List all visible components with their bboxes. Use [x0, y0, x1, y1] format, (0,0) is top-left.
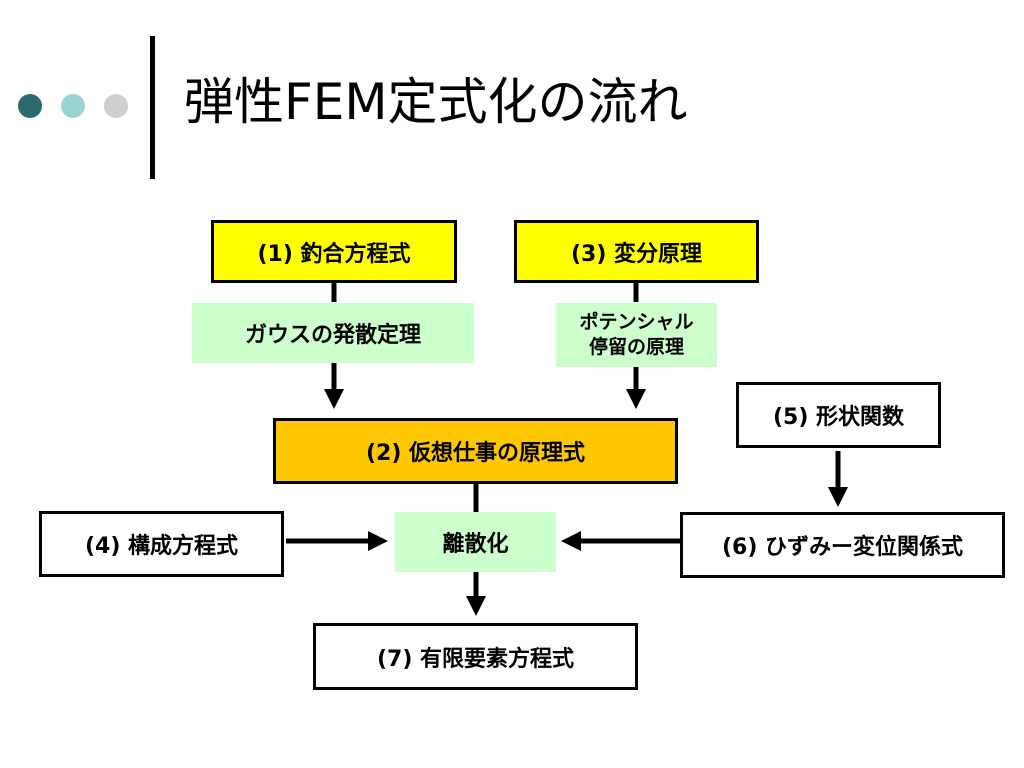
node-variational-principle: (3) 変分原理 — [514, 220, 759, 283]
node-equilibrium-equation: (1) 釣合方程式 — [211, 220, 457, 283]
node-virtual-work-principle: (2) 仮想仕事の原理式 — [273, 418, 678, 484]
node-shape-function: (5) 形状関数 — [736, 382, 941, 448]
node-strain-displacement-relation: (6) ひずみー変位関係式 — [680, 512, 1005, 578]
bullet-dot-light-icon — [104, 94, 128, 118]
slide-title: 弾性FEM定式化の流れ — [184, 73, 688, 131]
bullet-dot-mid-icon — [61, 94, 85, 118]
node-constitutive-equation: (4) 構成方程式 — [39, 511, 284, 577]
node-gauss-divergence-theorem: ガウスの発散定理 — [192, 303, 474, 363]
node-potential-line1: ポテンシャル — [579, 311, 694, 334]
title-divider — [150, 36, 155, 179]
node-discretization: 離散化 — [395, 512, 556, 572]
node-potential-line2: 停留の原理 — [588, 336, 684, 358]
node-finite-element-equation: (7) 有限要素方程式 — [313, 623, 638, 690]
node-potential-stationary-principle: ポテンシャル 停留の原理 — [556, 303, 717, 367]
bullet-dot-dark-icon — [18, 94, 42, 118]
